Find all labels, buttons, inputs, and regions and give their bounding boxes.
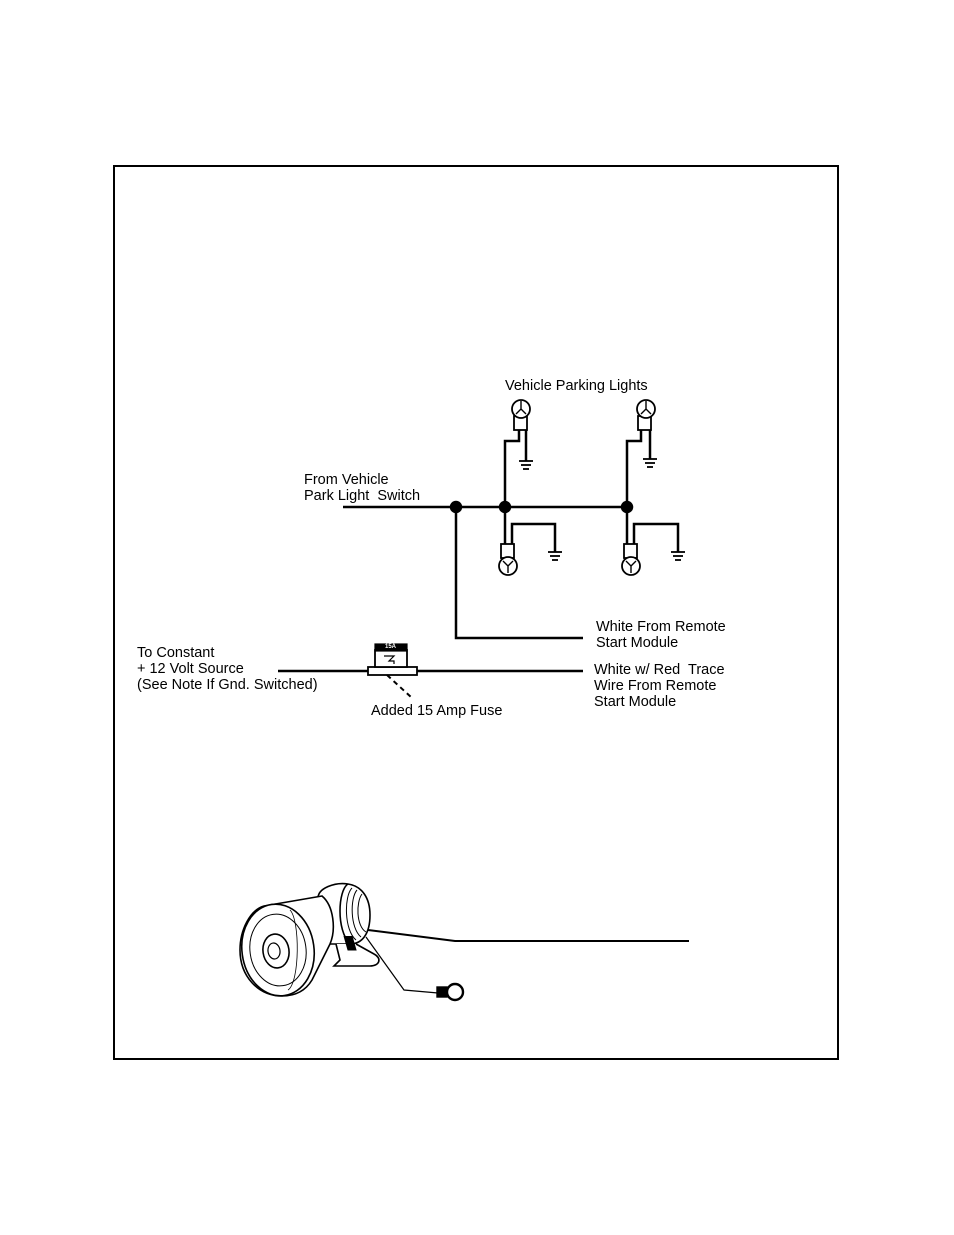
bulb-icon: [499, 544, 517, 575]
added-fuse-label: Added 15 Amp Fuse: [371, 703, 502, 719]
ground-icon: [643, 459, 657, 467]
bulb-feed-wire: [505, 430, 519, 507]
bulb-icon: [637, 400, 655, 430]
white-remote-label: White From Remote Start Module: [596, 619, 726, 651]
bulb-icon: [512, 400, 530, 430]
from-vehicle-label: From Vehicle Park Light Switch: [304, 472, 420, 504]
ground-wire: [634, 524, 678, 552]
ring-terminal-icon: [437, 984, 463, 1000]
constant-source-label: To Constant + 12 Volt Source (See Note I…: [137, 645, 318, 693]
white-red-trace-label: White w/ Red Trace Wire From Remote Star…: [594, 662, 725, 710]
bulb-icon: [622, 544, 640, 575]
ground-icon: [519, 461, 533, 469]
siren-horn-icon: [236, 884, 379, 1001]
ground-icon: [671, 552, 685, 560]
fuse-rating-label: 15A: [385, 644, 396, 650]
bulb-feed-wire: [627, 430, 641, 507]
siren-wire: [368, 930, 689, 941]
white-remote-wire: [456, 507, 583, 638]
parking-lights-label: Vehicle Parking Lights: [505, 378, 648, 394]
ground-icon: [548, 552, 562, 560]
fuse-pointer: [387, 675, 412, 698]
ground-wire: [512, 524, 555, 552]
